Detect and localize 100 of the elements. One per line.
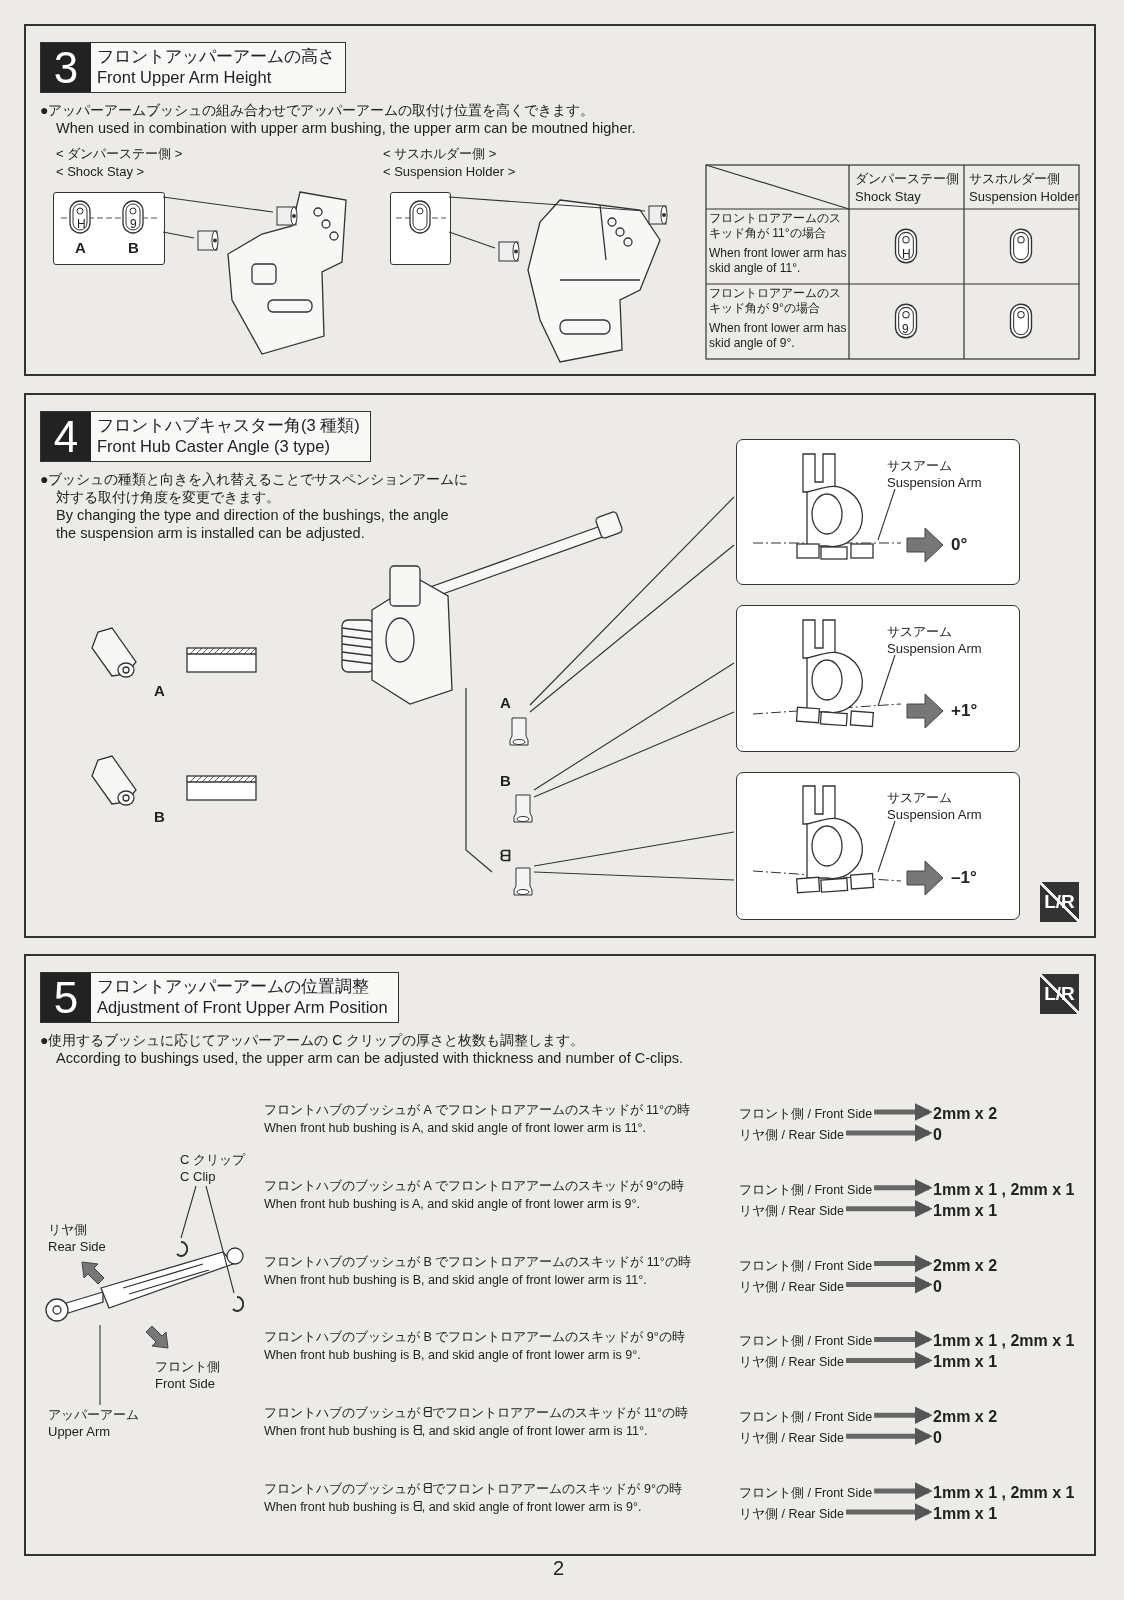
leader-line [877,820,896,873]
section-title: フロントハブキャスター角(3 種類) [97,415,360,436]
bushing-letter: 9 [902,322,909,337]
paragraph-text: ●使用するブッシュに応じてアッパーアームの C クリップの厚さと枚数も調整します。 [40,1031,586,1049]
column-header: ダンパーステー側 [855,171,959,188]
arrow [874,1178,933,1197]
side-label: フロント側 / Front Side [739,1332,873,1351]
section-title: Front Hub Caster Angle (3 type) [97,436,331,457]
column-header: サスホルダー側 [969,171,1060,188]
paragraph-text: When used in combination with upper arm bushing, the upper arm can be moutned higher. [56,119,637,137]
shim-value: 1mm x 1 , 2mm x 1 [933,1330,1088,1353]
side-label: リヤ側 / Rear Side [739,1201,844,1220]
direction-label: Front Side [155,1376,215,1393]
row-header: When front lower arm has skid angle of 11°. [709,246,848,276]
arrow [874,1254,933,1273]
shim-value: 1mm x 1 [933,1503,1088,1525]
shim-value: 1mm x 1 , 2mm x 1 [933,1178,1088,1201]
condition-text: フロントハブのブッシュが B でフロントロアアームのスキッドが 11°の時 [264,1254,691,1271]
part-label: C Clip [180,1169,216,1186]
arrow [846,1503,933,1521]
direction-label: フロント側 [155,1359,220,1376]
page-number: 2 [553,1556,565,1581]
angle-value: +1° [951,700,978,722]
condition-text: When front hub bushing is B, and skid angle of front lower arm is 11°. [264,1272,647,1289]
part-label: サスアーム [887,790,952,807]
condition-text: When front hub bushing is ᗺ, and skid angle of front lower arm is 9°. [264,1500,642,1516]
leader-line [533,711,735,798]
arrow [874,1406,933,1425]
part-letter: A [154,682,165,701]
paragraph-text: According to bushings used, the upper arm can be adjusted with thickness and number of C-clips. [56,1049,685,1067]
side-label: リヤ側 / Rear Side [739,1505,844,1523]
section-panel [24,393,1096,938]
part-label: Upper Arm [48,1424,111,1441]
section-panel [24,24,1096,376]
leader-line [529,496,735,706]
arrow [874,1103,933,1121]
angle-view-panel [736,439,1020,585]
condition-text: フロントハブのブッシュが A でフロントロアアームのスキッドが 9°の時 [264,1178,685,1195]
leader-line [99,1324,101,1406]
row-header: フロントロアアームのスキッド角が 11°の場合 [709,211,842,241]
angle-value: –1° [951,867,977,889]
column-header: Shock Stay [855,189,921,206]
arrow [846,1351,933,1370]
leader-line [448,196,646,212]
section-panel [24,954,1096,1556]
arrow [846,1199,933,1218]
leader-line [877,488,896,541]
side-label: リヤ側 / Rear Side [739,1429,844,1448]
bushing-letter: H [902,247,911,262]
view-caption: < ダンパーステー側 > [56,146,183,163]
side-label: リヤ側 / Rear Side [739,1126,844,1144]
section-title: フロントアッパーアームの高さ [97,46,335,67]
arrow [874,1330,933,1349]
part-letter: A [500,694,511,713]
shim-value: 2mm x 2 [933,1406,1088,1429]
angle-view-panel [736,772,1020,920]
section-number: 5 [41,973,91,1022]
arrow [846,1427,933,1446]
section-title: フロントアッパーアームの位置調整 [97,976,370,997]
side-label: フロント側 / Front Side [739,1180,873,1199]
bushing-letter: H [77,217,86,232]
arrow [874,1482,933,1500]
part-label: Suspension Arm [887,641,982,658]
bushing-letter: 9 [130,217,137,232]
arrow [846,1124,933,1142]
leader-line [162,231,195,239]
direction-label: Rear Side [48,1239,106,1256]
view-caption: < Shock Stay > [56,164,145,181]
condition-text: フロントハブのブッシュが B でフロントロアアームのスキッドが 9°の時 [264,1330,685,1346]
part-letter: B [128,239,139,258]
condition-text: When front hub bushing is A, and skid angle of front lower arm is 9°. [264,1196,641,1213]
inset-box [390,192,451,265]
paragraph-text: ●ブッシュの種類と向きを入れ替えることでサスペンションアームに対する取付け角度を変更できます。 [40,470,470,506]
angle-view-panel [736,605,1020,752]
view-caption: < Suspension Holder > [383,164,516,181]
section-number: 4 [41,412,91,461]
side-label: リヤ側 / Rear Side [739,1353,844,1372]
shim-value: 0 [933,1427,1088,1450]
condition-text: フロントハブのブッシュが ᗺでフロントロアアームのスキッドが 11°の時 [264,1406,688,1422]
leader-line [533,831,735,867]
inset-box [53,192,165,265]
leader-line [877,654,896,707]
leader-line [533,871,735,881]
paragraph-text: By changing the type and direction of the bushings, the angle the suspension arm is installed can be adjusted. [56,506,450,542]
paragraph-text: ●アッパーアームブッシュの組み合わせでアッパーアームの取付け位置を高くできます。 [40,101,596,119]
side-label: フロント側 / Front Side [739,1105,873,1123]
part-label: Suspension Arm [887,475,982,492]
angle-value: 0° [951,534,968,556]
shim-value: 1mm x 1 , 2mm x 1 [933,1482,1088,1504]
side-label: フロント側 / Front Side [739,1256,873,1275]
side-label: リヤ側 / Rear Side [739,1277,844,1296]
part-label: サスアーム [887,458,952,475]
condition-text: フロントハブのブッシュが A でフロントロアアームのスキッドが 11°の時 [264,1103,691,1119]
shim-value: 2mm x 2 [933,1103,1088,1125]
section-number: 3 [41,43,91,92]
leader-line [529,544,735,713]
arrow [846,1275,933,1294]
condition-text: When front hub bushing is ᗺ, and skid angle of front lower arm is 11°. [264,1424,648,1440]
row-header: When front lower arm has skid angle of 9°. [709,321,848,351]
part-letter: B [500,772,511,791]
